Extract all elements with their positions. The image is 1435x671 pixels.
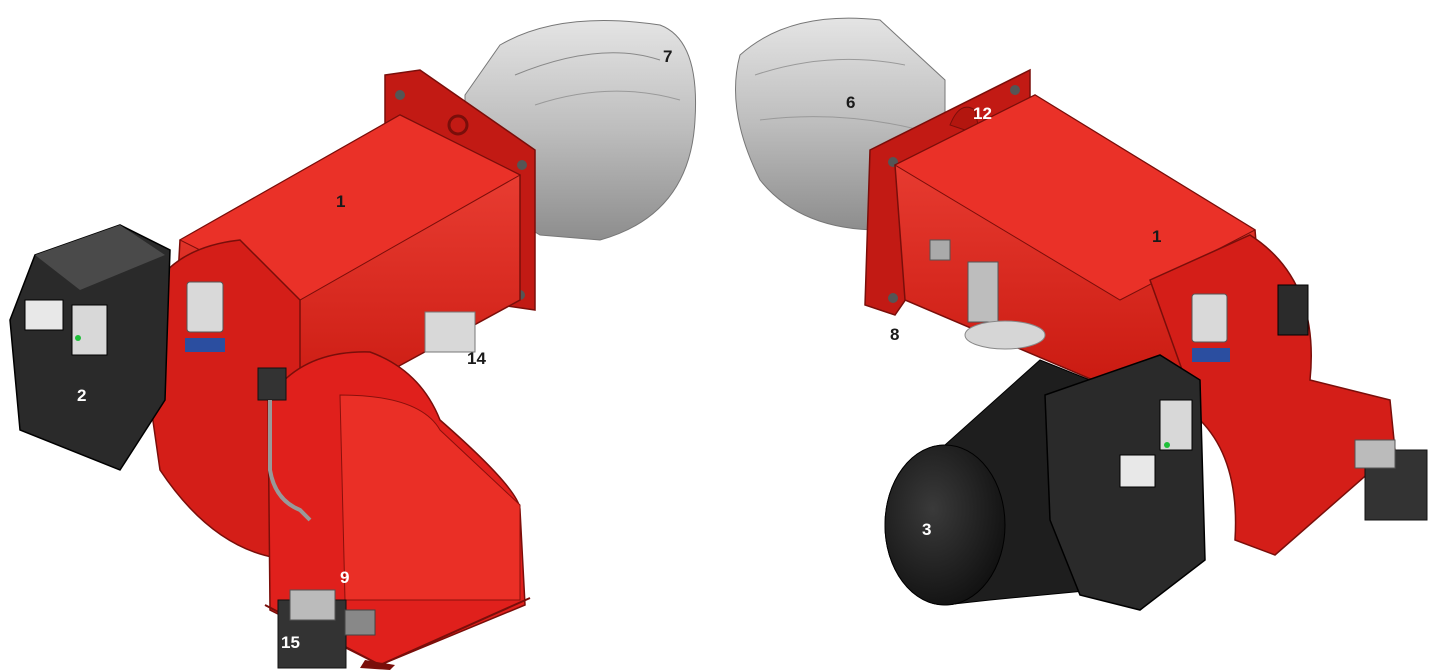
callout-left-7: 7	[663, 47, 672, 66]
motor-right	[884, 359, 1096, 606]
valve-unit-right	[1354, 439, 1428, 521]
callout-left-2: 2	[77, 386, 86, 405]
right-burner-view	[735, 17, 1428, 611]
callout-left-14: 14	[467, 349, 486, 368]
callout-right-3: 3	[922, 520, 931, 539]
callout-left-9: 9	[340, 568, 349, 587]
callout-labels: 1 2 7 9 14 15 1 3 6 8 12	[77, 47, 1161, 652]
valve-unit-left	[277, 589, 376, 669]
connector-left	[424, 311, 476, 353]
control-box-left	[9, 224, 171, 471]
callout-right-1: 1	[1152, 227, 1161, 246]
callout-right-12: 12	[973, 104, 992, 123]
callout-left-15: 15	[281, 633, 300, 652]
control-box-right	[1044, 354, 1206, 611]
left-burner-view	[9, 20, 697, 670]
callout-right-6: 6	[846, 93, 855, 112]
callout-left-1: 1	[336, 192, 345, 211]
callout-right-8: 8	[890, 325, 899, 344]
